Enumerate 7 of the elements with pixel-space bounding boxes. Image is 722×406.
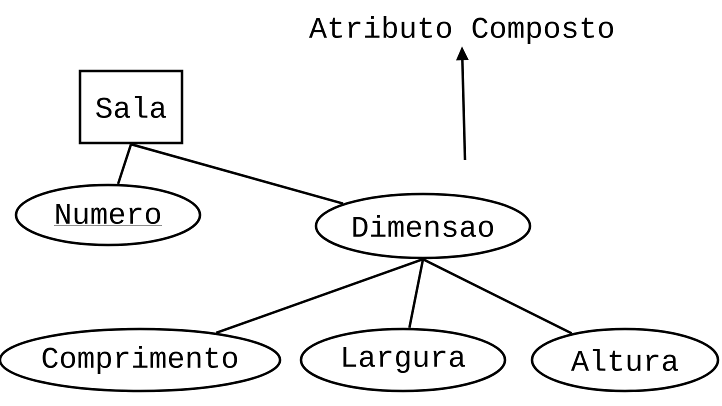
connector-line: [422, 258, 572, 335]
connector-line: [216, 258, 424, 334]
connector-line: [130, 143, 344, 205]
connector-line: [408, 259, 424, 328]
connector-line: [116, 144, 132, 184]
note-text: Atributo Composto: [308, 16, 614, 44]
entity-box: Sala: [78, 70, 184, 144]
